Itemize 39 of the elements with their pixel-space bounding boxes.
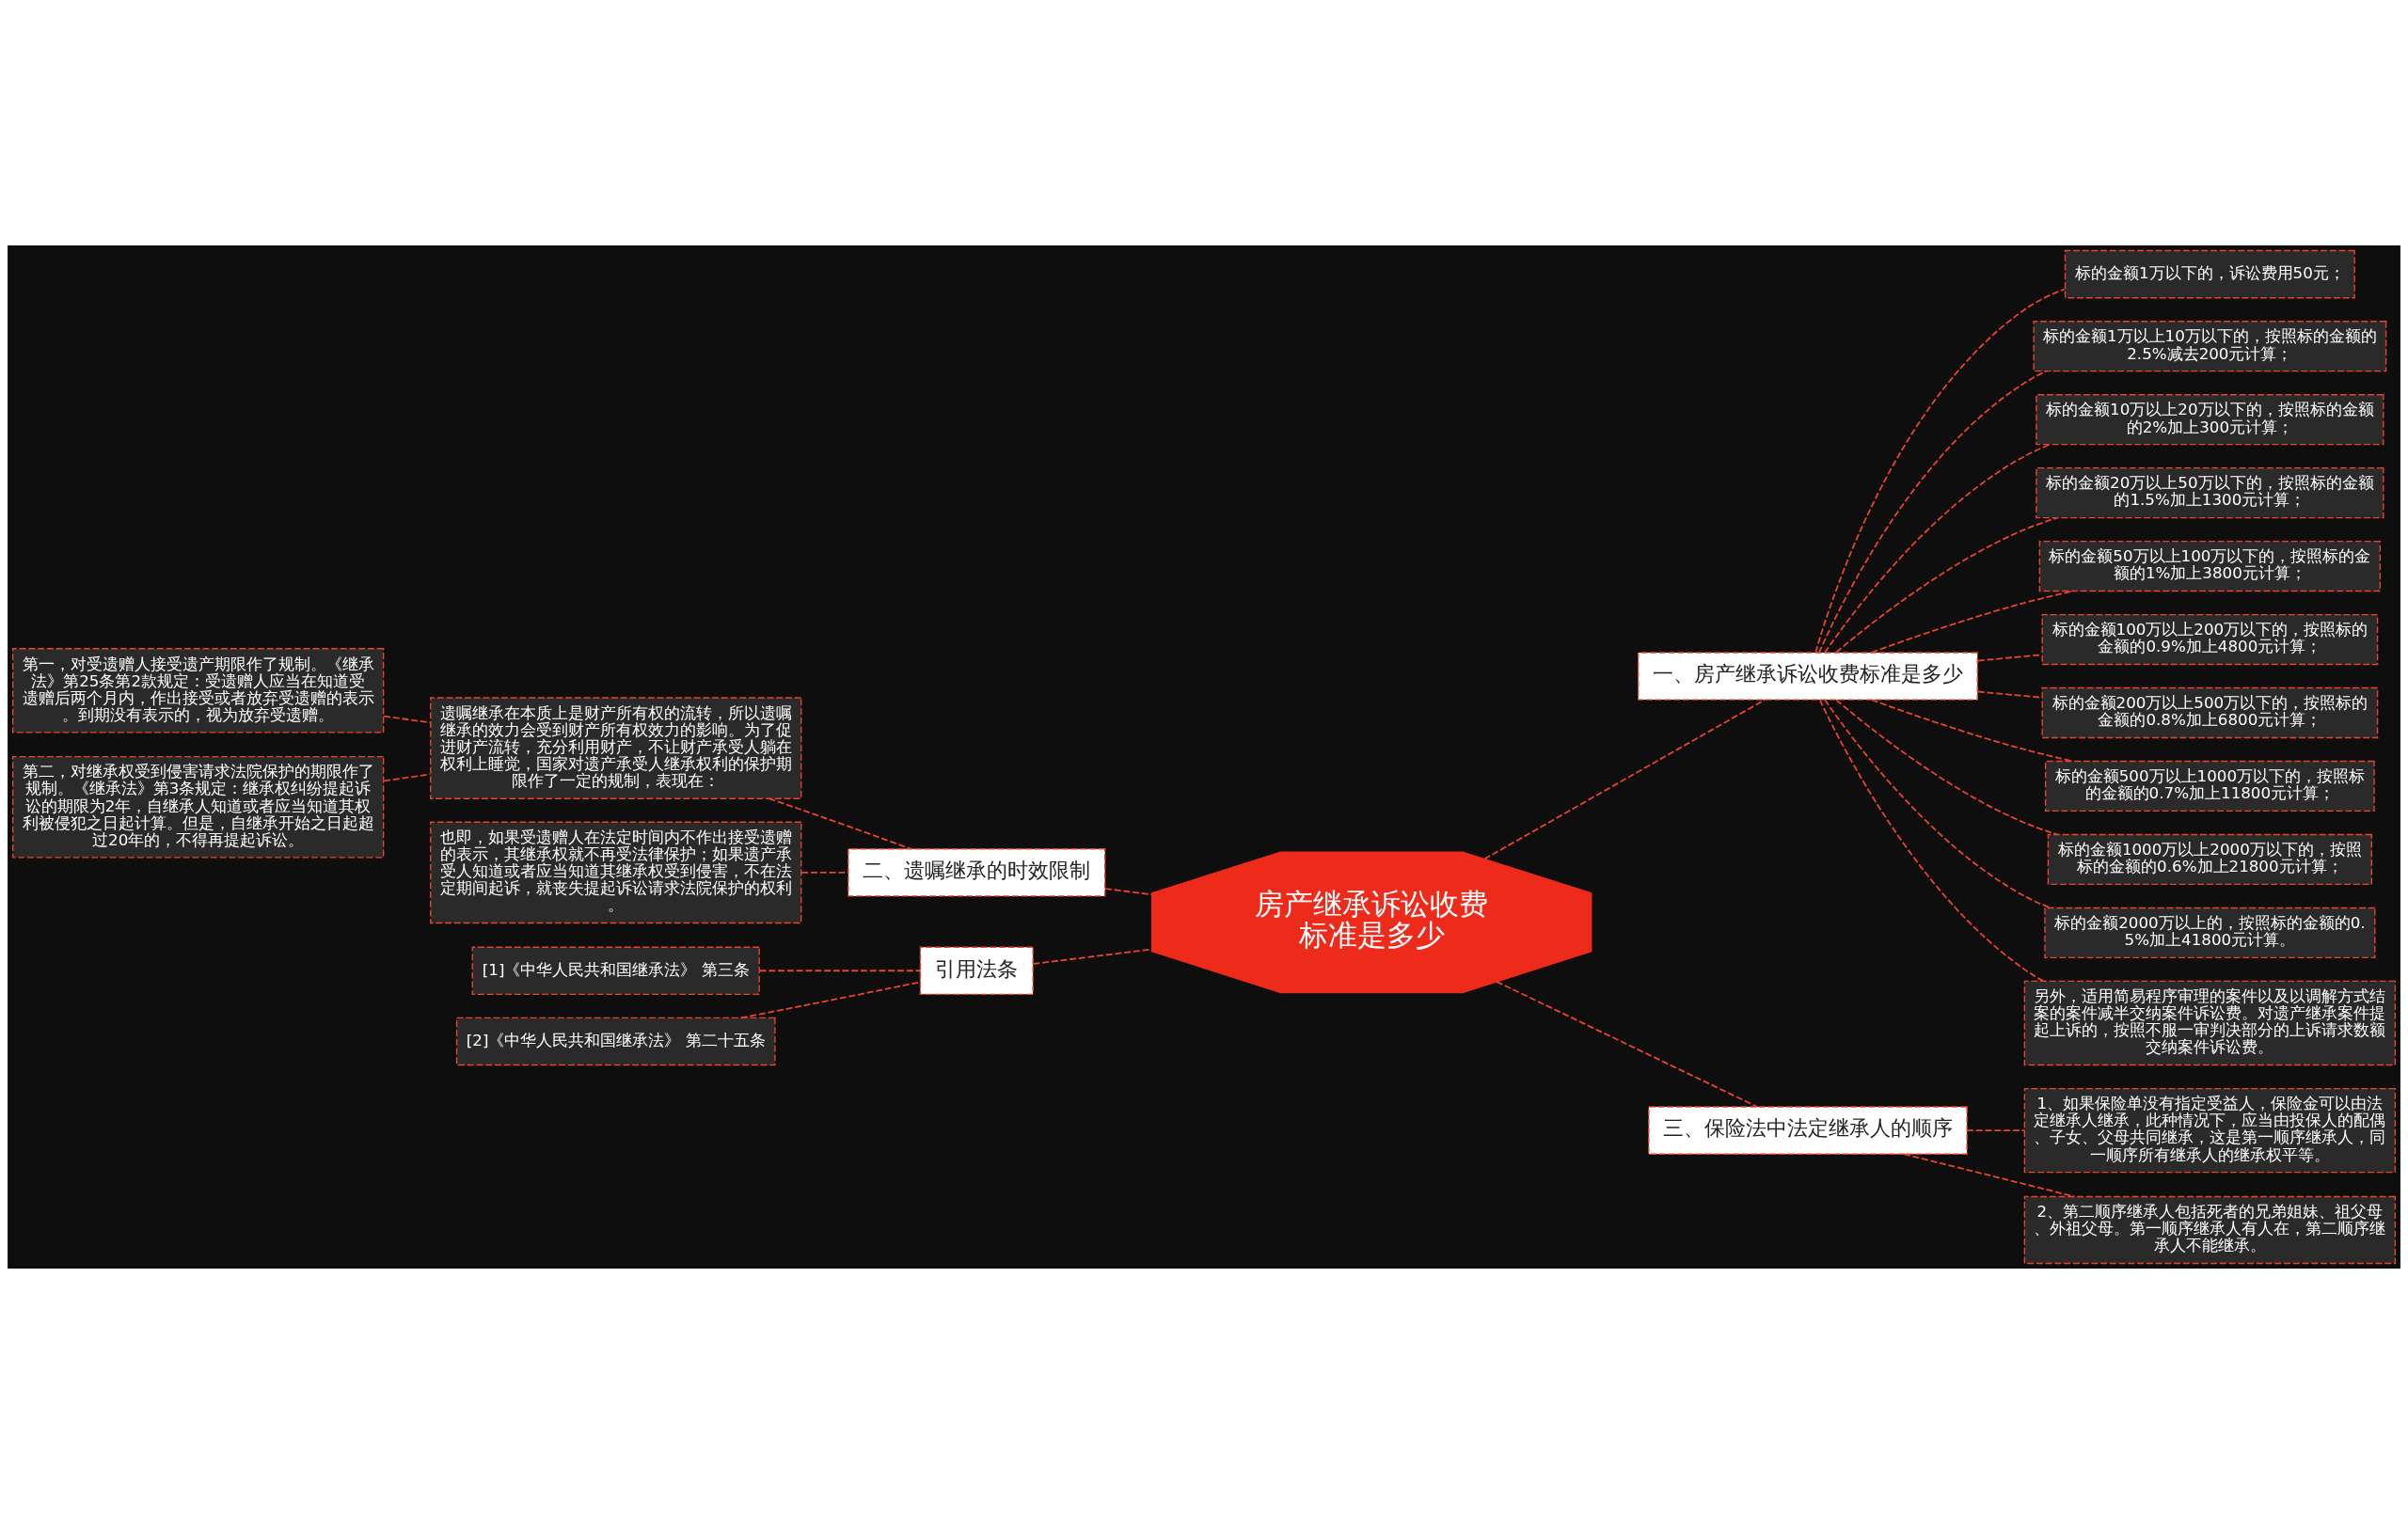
connector — [383, 715, 432, 724]
node-box: 另外，适用简易程序审理的案件以及以调解方式结案的案件减半交纳案件诉讼费。对遗产继承案件提起上诉的，按照不服一审判决部分的上诉请求数额交纳案件诉讼费。 — [2023, 980, 2397, 1066]
node-box: 标的金额2000万以上的，按照标的金额的0.5%加上41800元计算。 — [2044, 907, 2376, 959]
connector — [1814, 288, 2067, 654]
connector — [758, 970, 921, 972]
node-box: 标的金额10万以上20万以下的，按照标的金额的2%加上300元计算； — [2036, 394, 2384, 446]
connector — [1818, 699, 2045, 983]
node-box: 标的金额200万以上500万以下的，按照标的金额的0.8%加上6800元计算； — [2041, 686, 2379, 739]
connector — [1824, 443, 2052, 654]
node-box: 遗嘱继承在本质上是财产所有权的流转，所以遗嘱继承的效力会受到财产所有权效力的影响。为了促进财产流转，充分利用财产，不让财产承受人躺在权利上睡觉，国家对遗产承受人继承权利的保护期限作了一定的规制，表现在： — [430, 697, 802, 799]
connector — [1104, 888, 1153, 896]
node-box: 第二，对继承权受到侵害请求法院保护的期限作了规制。《继承法》第3条规定：继承权纠纷提起诉讼的期限为2年，自继承人知道或者应当知道其权利被侵犯之日起计算。但是，自继承开始之日起超过20年的，不得再提起诉讼。 — [11, 755, 385, 859]
connector — [1835, 516, 2059, 654]
node-box: 第一，对受遗赠人接受遗产期限作了规制。《继承法》第25条第2款规定：受遗赠人应当在知道受遗赠后两个月内，作出接受或者放弃受遗赠的表示。到期没有表示的，视为放弃受遗赠。 — [11, 648, 385, 733]
node-box: 1、如果保险单没有指定受益人，保险金可以由法定继承人继承，此种情况下，应当由投保人的配偶、子女、父母共同继承，这是第一顺序继承人，同一顺序所有继承人的继承权平等。 — [2023, 1087, 2397, 1174]
connector — [1483, 699, 1766, 860]
connector — [1966, 1129, 2026, 1132]
node-box: [1]《中华人民共和国继承法》 第三条 — [471, 946, 760, 996]
node-box: 引用法条 — [919, 946, 1034, 996]
connector — [1824, 699, 2052, 909]
connector — [1835, 699, 2059, 836]
node-box: 标的金额1000万以上2000万以下的，按照标的金额的0.6%加上21800元计算； — [2047, 833, 2372, 886]
node-box: 标的金额500万以上1000万以下的，按照标的金额的0.7%加上11800元计算； — [2044, 760, 2375, 812]
node-box: 也即，如果受遗赠人在法定时间内不作出接受遗赠的表示，其继承权就不再受法律保护；如果遗产承受人知道或者应当知道其继承权受到侵害，不在法定期间起诉，就丧失提起诉讼请求法院保护的权利。 — [430, 821, 802, 924]
connector — [1818, 370, 2048, 654]
node-box: 二、遗嘱继承的时效限制 — [848, 848, 1106, 897]
connector — [1496, 981, 1759, 1108]
node-box: 标的金额50万以上100万以下的，按照标的金额的1%加上3800元计算； — [2038, 540, 2382, 592]
connector — [800, 871, 849, 874]
node-box: 标的金额1万以下的，诉讼费用50元； — [2064, 249, 2355, 299]
node-box: 2、第二顺序继承人包括死者的兄弟姐妹、祖父母、外祖父母。第一顺序继承人有人在，第二顺序继承人不能继承。 — [2023, 1195, 2397, 1265]
connector — [383, 773, 432, 782]
node-box: [2]《中华人民共和国继承法》 第二十五条 — [455, 1017, 776, 1066]
node-box: 一、房产继承诉讼收费标准是多少 — [1637, 652, 1978, 701]
node-box: 三、保险法中法定继承人的顺序 — [1648, 1106, 1968, 1155]
connector — [1032, 948, 1153, 965]
node-box: 标的金额1万以上10万以下的，按照标的金额的2.5%减去200元计算； — [2033, 321, 2387, 372]
node-box: 标的金额20万以上50万以下的，按照标的金额的1.5%加上1300元计算； — [2036, 466, 2384, 519]
node-box: 标的金额100万以上200万以下的，按照标的金额的0.9%加上4800元计算； — [2041, 613, 2379, 666]
